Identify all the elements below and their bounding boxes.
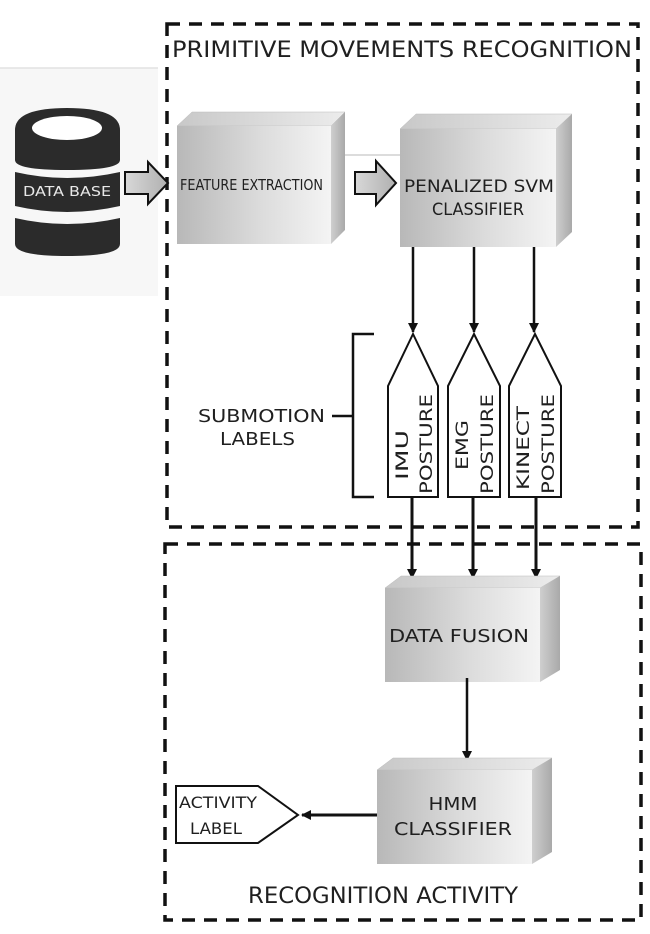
edge-feature-to-svm (354, 158, 398, 208)
edge-database-to-feature (124, 159, 170, 207)
posture-imu-line2: POSTURE (417, 394, 437, 494)
posture-label-imu: IMU POSTURE (387, 331, 439, 498)
svm-classifier-node[interactable]: PENALIZED SVM CLASSIFIER (399, 113, 573, 247)
hmm-label-line2: CLASSIFIER (394, 819, 512, 840)
database-label: DATA BASE (23, 185, 111, 200)
posture-imu-line1: IMU (393, 430, 413, 480)
hmm-label-line1: HMM (429, 794, 478, 815)
posture-emg-line1: EMG (453, 420, 473, 470)
database-node[interactable]: DATA BASE (15, 108, 120, 256)
edges-svm-to-postures (408, 247, 539, 333)
activity-label-output: ACTIVITY LABEL (175, 785, 300, 844)
database-icon (15, 108, 120, 256)
group-recognition-title: RECOGNITION ACTIVITY (248, 884, 519, 909)
submotion-caption-line1: SUBMOTION (198, 406, 325, 427)
data-fusion-label: DATA FUSION (389, 626, 529, 647)
posture-kinect-line1: KINECT (514, 405, 534, 490)
group-recognition-activity: RECOGNITION ACTIVITY (163, 542, 643, 922)
posture-emg-line2: POSTURE (478, 394, 498, 494)
submotion-bracket (332, 332, 374, 499)
hmm-classifier-node[interactable]: HMM CLASSIFIER (376, 757, 553, 864)
feature-extraction-label: FEATURE EXTRACTION (180, 176, 323, 194)
feature-extraction-node[interactable]: FEATURE EXTRACTION (176, 111, 346, 244)
group-primitive-title: PRIMITIVE MOVEMENTS RECOGNITION (172, 38, 632, 63)
posture-label-kinect: KINECT POSTURE (508, 331, 562, 498)
edges-postures-to-fusion (407, 497, 541, 579)
svm-label-line1: PENALIZED SVM (404, 177, 554, 197)
posture-kinect-line2: POSTURE (539, 394, 559, 494)
activity-label-line1: ACTIVITY (179, 793, 257, 812)
group-primitive-movements: PRIMITIVE MOVEMENTS RECOGNITION (165, 22, 640, 529)
posture-label-emg: EMG POSTURE (447, 331, 501, 498)
activity-label-line2: LABEL (190, 819, 242, 838)
data-fusion-node[interactable]: DATA FUSION (384, 575, 561, 682)
submotion-caption-line2: LABELS (220, 429, 295, 450)
svm-label-line2: CLASSIFIER (432, 200, 524, 220)
